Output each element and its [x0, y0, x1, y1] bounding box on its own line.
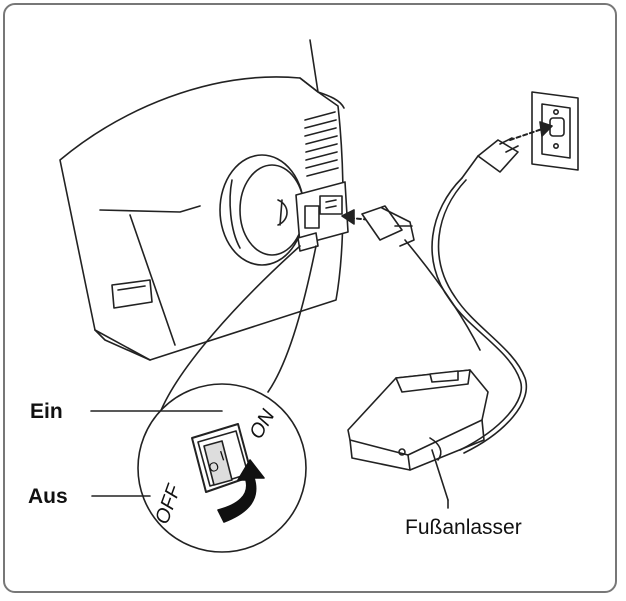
wall-plug [461, 121, 553, 179]
zoom-callout-lines [157, 245, 317, 419]
switch-direction-arrow [217, 459, 265, 523]
switch-o-marking: O [207, 458, 221, 475]
foot-control-pedal [347, 369, 489, 501]
foot-control-label: Fußanlasser [405, 516, 522, 539]
off-callout-label: Aus [28, 485, 68, 508]
power-cords [404, 177, 528, 454]
on-callout-label: Ein [30, 400, 63, 423]
power-switch-zoom [137, 383, 307, 553]
sewing-machine [59, 39, 349, 361]
machine-plug [361, 205, 415, 247]
switch-i-marking: I [218, 447, 227, 463]
wall-outlet [531, 91, 579, 171]
